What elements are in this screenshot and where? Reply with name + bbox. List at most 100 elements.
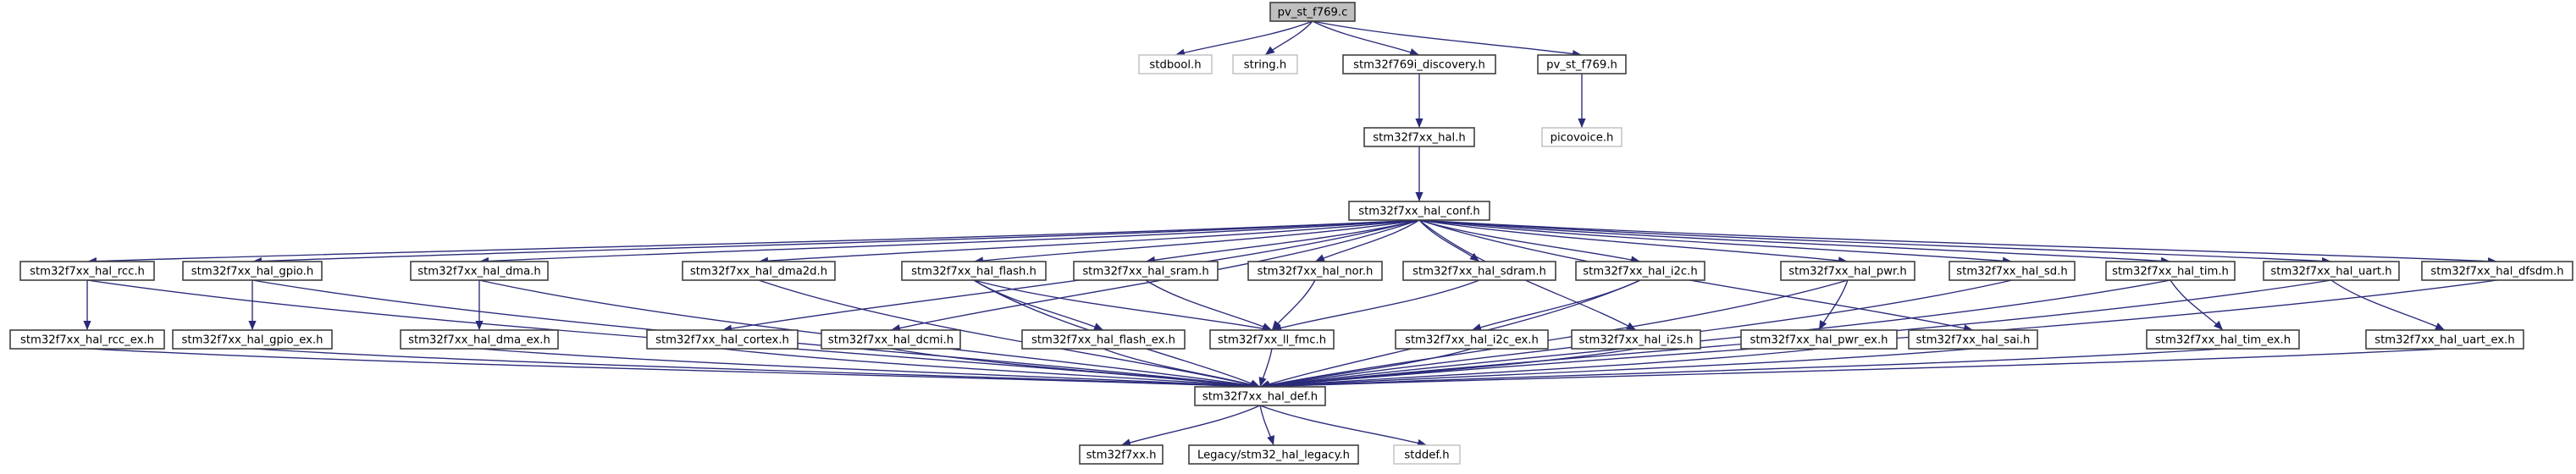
graph-node-ll-fmc[interactable]: stm32f7xx_ll_fmc.h [1209, 329, 1335, 350]
node-box[interactable] [1571, 329, 1701, 350]
graph-node-hal-dfsdm[interactable]: stm32f7xx_hal_dfsdm.h [2421, 261, 2573, 281]
dependency-edge [1271, 279, 1480, 331]
edge-arrowhead [1472, 323, 1482, 332]
node-label: stm32f7xx_hal_rcc_ex.h [20, 334, 154, 347]
node-box[interactable] [1949, 261, 2076, 281]
graph-node-hal-i2c-ex[interactable]: stm32f7xx_hal_i2c_ex.h [1395, 329, 1549, 350]
graph-node-hal-gpio-ex[interactable]: stm32f7xx_hal_gpio_ex.h [172, 329, 333, 350]
node-box[interactable] [2105, 261, 2236, 281]
node-box[interactable] [1079, 444, 1164, 465]
graph-node-hal-i2s[interactable]: stm32f7xx_hal_i2s.h [1571, 329, 1701, 350]
graph-node-hal-sai[interactable]: stm32f7xx_hal_sai.h [1908, 329, 2038, 350]
node-box[interactable] [1342, 54, 1496, 74]
graph-node-hal-tim-ex[interactable]: stm32f7xx_hal_tim_ex.h [2146, 329, 2300, 350]
node-box[interactable] [9, 329, 165, 350]
node-box[interactable] [2421, 261, 2573, 281]
edges-layer [83, 20, 2498, 447]
node-box[interactable] [1740, 329, 1898, 350]
graph-node-hal-pwr[interactable]: stm32f7xx_hal_pwr.h [1780, 261, 1915, 281]
node-box[interactable] [646, 329, 799, 350]
node-box[interactable] [1073, 261, 1219, 281]
node-box[interactable] [1541, 127, 1622, 147]
node-box[interactable] [1247, 261, 1383, 281]
graph-node-hal-dma2d[interactable]: stm32f7xx_hal_dma2d.h [682, 261, 836, 281]
node-box[interactable] [1537, 54, 1627, 74]
graph-node-stddef-h[interactable]: stddef.h [1393, 444, 1461, 465]
node-box[interactable] [821, 329, 961, 350]
edge-arrowhead [83, 321, 91, 330]
node-box[interactable] [1348, 201, 1490, 221]
graph-node-hal-pwr-ex[interactable]: stm32f7xx_hal_pwr_ex.h [1740, 329, 1898, 350]
graph-node-hal-dma[interactable]: stm32f7xx_hal_dma.h [410, 261, 549, 281]
graph-node-hal-flash-ex[interactable]: stm32f7xx_hal_flash_ex.h [1021, 329, 1186, 350]
node-box[interactable] [182, 261, 323, 281]
graph-node-hal-rcc[interactable]: stm32f7xx_hal_rcc.h [19, 261, 155, 281]
node-box[interactable] [1393, 444, 1461, 465]
node-box[interactable] [1780, 261, 1915, 281]
node-box[interactable] [1395, 329, 1549, 350]
dependency-edge [478, 348, 1261, 388]
graph-node-hal-sd[interactable]: stm32f7xx_hal_sd.h [1949, 261, 2076, 281]
graph-node-hal-sdram[interactable]: stm32f7xx_hal_sdram.h [1402, 261, 1556, 281]
graph-node-hal-i2c[interactable]: stm32f7xx_hal_i2c.h [1575, 261, 1705, 281]
dependency-edge [721, 348, 1261, 388]
graph-node-hal-tim[interactable]: stm32f7xx_hal_tim.h [2105, 261, 2236, 281]
edge-arrowhead [1409, 48, 1419, 56]
edge-arrowhead [248, 321, 257, 330]
graph-node-string-h[interactable]: string.h [1232, 54, 1298, 74]
node-box[interactable] [172, 329, 333, 350]
node-box[interactable] [1138, 54, 1213, 74]
graph-node-hal-rcc-ex[interactable]: stm32f7xx_hal_rcc_ex.h [9, 329, 165, 350]
graph-node-hal-flash[interactable]: stm32f7xx_hal_flash.h [901, 261, 1047, 281]
node-box[interactable] [410, 261, 549, 281]
node-box[interactable] [1363, 127, 1475, 147]
node-box[interactable] [901, 261, 1047, 281]
node-box[interactable] [1021, 329, 1186, 350]
graph-node-stm32f769i-discovery-h[interactable]: stm32f769i_discovery.h [1342, 54, 1496, 74]
graph-node-pv-st-f769-c[interactable]: pv_st_f769.c [1269, 2, 1356, 22]
graph-node-hal-cortex[interactable]: stm32f7xx_hal_cortex.h [646, 329, 799, 350]
node-label: stm32f7xx_hal_nor.h [1258, 266, 1374, 278]
node-box[interactable] [1232, 54, 1298, 74]
graph-node-hal-uart-ex[interactable]: stm32f7xx_hal_uart_ex.h [2365, 329, 2524, 350]
node-box[interactable] [1194, 386, 1326, 406]
node-box[interactable] [1188, 444, 1359, 465]
dependency-edge [721, 219, 1420, 331]
graph-node-stdbool-h[interactable]: stdbool.h [1138, 54, 1213, 74]
dependency-edge [1418, 219, 2013, 262]
graph-node-pv-st-f769-h[interactable]: pv_st_f769.h [1537, 54, 1627, 74]
graph-node-hal-uart[interactable]: stm32f7xx_hal_uart.h [2263, 261, 2400, 281]
graph-node-stm32f7xx-hal-h[interactable]: stm32f7xx_hal.h [1363, 127, 1475, 147]
graph-node-hal-sram[interactable]: stm32f7xx_hal_sram.h [1073, 261, 1219, 281]
node-box[interactable] [400, 329, 559, 350]
node-box[interactable] [1908, 329, 2038, 350]
node-box[interactable] [19, 261, 155, 281]
node-box[interactable] [2365, 329, 2524, 350]
node-box[interactable] [682, 261, 836, 281]
node-label: stm32f7xx_hal_i2s.h [1578, 334, 1693, 347]
dependency-edge [1259, 348, 1820, 388]
node-label: stm32f7xx_hal_tim_ex.h [2155, 334, 2291, 347]
node-box[interactable] [1402, 261, 1556, 281]
node-box[interactable] [2263, 261, 2400, 281]
graph-node-picovoice-h[interactable]: picovoice.h [1541, 127, 1622, 147]
node-label: stm32f7xx_hal_dma.h [417, 266, 540, 278]
edge-arrowhead [1267, 435, 1275, 445]
graph-node-stm32f7xx-h[interactable]: stm32f7xx.h [1079, 444, 1164, 465]
graph-node-hal-def[interactable]: stm32f7xx_hal_def.h [1194, 386, 1326, 406]
graph-node-hal-gpio[interactable]: stm32f7xx_hal_gpio.h [182, 261, 323, 281]
graph-node-hal-dma-ex[interactable]: stm32f7xx_hal_dma_ex.h [400, 329, 559, 350]
node-label: picovoice.h [1551, 132, 1614, 145]
node-box[interactable] [1209, 329, 1335, 350]
node-label: stm32f7xx_hal_sram.h [1082, 266, 1208, 278]
node-label: stm32f7xx_hal_dcmi.h [828, 334, 954, 347]
node-box[interactable] [1575, 261, 1705, 281]
graph-node-hal-nor[interactable]: stm32f7xx_hal_nor.h [1247, 261, 1383, 281]
node-box[interactable] [2146, 329, 2300, 350]
graph-node-hal-dcmi[interactable]: stm32f7xx_hal_dcmi.h [821, 329, 961, 350]
graph-node-stm32f7xx-hal-conf-h[interactable]: stm32f7xx_hal_conf.h [1348, 201, 1490, 221]
edge-arrowhead [1262, 322, 1272, 330]
node-box[interactable] [1269, 2, 1356, 22]
graph-node-legacy[interactable]: Legacy/stm32_hal_legacy.h [1188, 444, 1359, 465]
